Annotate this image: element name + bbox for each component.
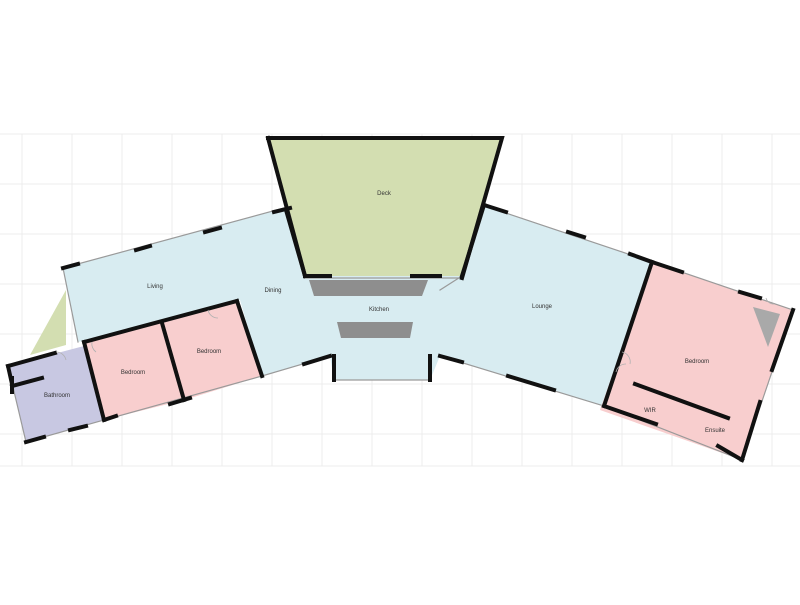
thick-walls — [5, 135, 796, 463]
room-label-wir: WIR — [644, 408, 656, 414]
room-label-bathroom: Bathroom — [44, 393, 70, 399]
room-label-kitchen: Kitchen — [369, 307, 389, 313]
room-label-dining: Dining — [264, 288, 281, 294]
room-label-bedroom-2: Bedroom — [197, 349, 221, 355]
room-label-living: Living — [147, 284, 163, 290]
bedroom-2-area — [162, 303, 262, 400]
master-suite-area — [600, 262, 793, 460]
room-label-deck: Deck — [377, 191, 392, 197]
room-label-bedroom-master: Bedroom — [685, 359, 709, 365]
side-deck-area — [30, 290, 66, 355]
bathroom-area — [8, 346, 104, 442]
deck-area — [268, 138, 502, 278]
room-label-ensuite: Ensuite — [705, 428, 726, 434]
room-label-bedroom-1: Bedroom — [121, 370, 145, 376]
living-zone-area — [63, 205, 652, 406]
door-swings — [55, 297, 775, 373]
bedroom-1-area — [84, 323, 184, 420]
room-label-lounge: Lounge — [532, 304, 553, 310]
kitchen-island — [337, 322, 413, 338]
ensuite-fixture — [753, 307, 780, 347]
kitchen-bench-back — [309, 280, 428, 296]
